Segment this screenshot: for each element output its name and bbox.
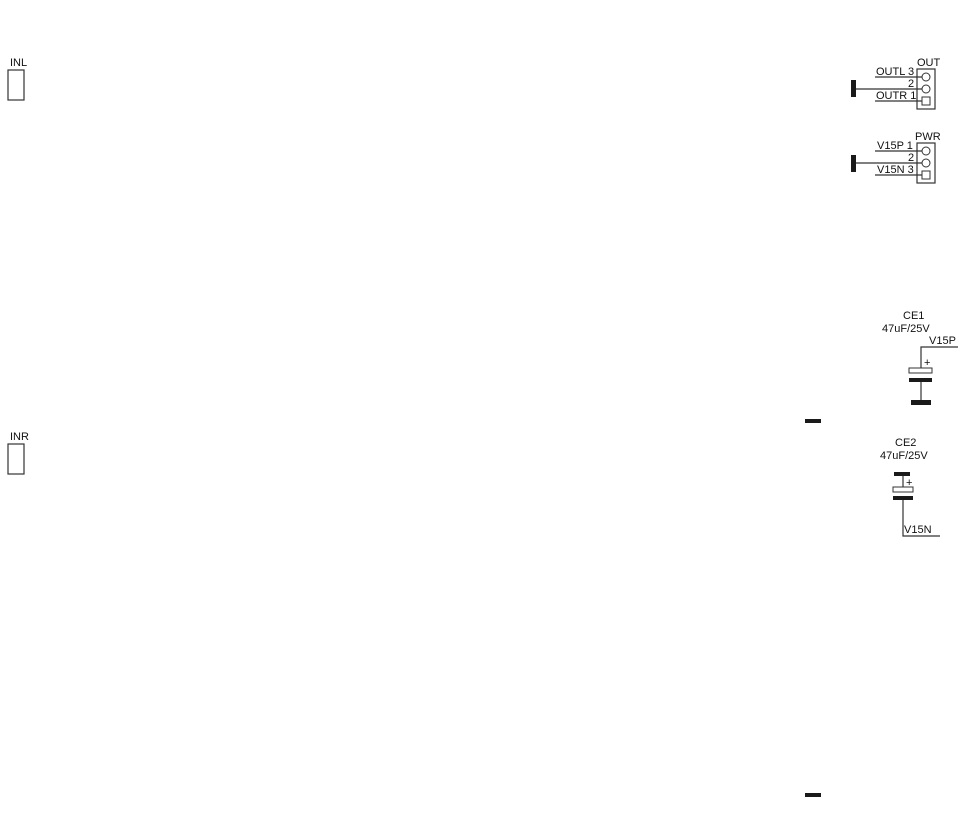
pwr-pin-1: V15P 1 (877, 140, 913, 152)
ce1-ref: CE1 (903, 310, 924, 322)
out-connector-label: OUT (917, 57, 941, 69)
ce2-value: 47uF/25V (880, 450, 928, 462)
capacitor-plate (893, 496, 913, 500)
out-pin-1: OUTR 1 (876, 90, 916, 102)
symbol-shape (921, 158, 931, 168)
pwr-connector: PWR V15P 1 2 V15N 3 (851, 131, 941, 184)
symbol-shape (921, 146, 931, 156)
pwr-pin-2: 2 (908, 152, 914, 164)
symbol-shape (921, 96, 931, 106)
out-connector: OUT OUTL 3 2 OUTR 1 (851, 57, 941, 110)
symbol-shape: 1 2 INR FB1R C1R 47pF 43 21 P4 P3 P2 P1 … (7, 443, 25, 475)
input-connector-label: INL (10, 57, 27, 69)
out-pin-2: 2 (908, 78, 914, 90)
channel-right: INR 1 2 INR FB1R C1R 47pF 43 21 P4 P3 P2… (7, 431, 821, 797)
ce2-ref: CE2 (895, 437, 916, 449)
capacitor-plate (909, 378, 932, 382)
symbol-shape: 1 2 INL FB1L C1L 47pF 43 21 P4 P3 P2 P1 … (7, 69, 25, 101)
ce2-net: V15N (904, 524, 932, 536)
symbol-shape (908, 367, 933, 374)
ground-icon (851, 155, 856, 172)
ce1-value: 47uF/25V (882, 323, 930, 335)
channel-left: INL 1 2 INL FB1L C1L 47pF 43 21 P4 P3 P2… (7, 57, 821, 423)
pwr-pin-3: V15N 3 (877, 164, 914, 176)
symbol-shape (921, 84, 931, 94)
ce1-net: V15P (929, 335, 956, 347)
label: + (906, 477, 912, 489)
symbol-shape (921, 72, 931, 82)
ground-icon (894, 472, 910, 476)
ground-icon (805, 793, 821, 797)
label: + (924, 357, 930, 369)
ce1-supply-capacitor: CE1 47uF/25V V15P + (882, 310, 958, 405)
ce2-supply-capacitor: CE2 47uF/25V + V15N (880, 437, 940, 537)
wire (920, 346, 958, 368)
symbol-shape (892, 486, 914, 493)
ground-icon (851, 80, 856, 97)
wire (902, 500, 940, 537)
symbol-shape (921, 170, 931, 180)
out-pin-3: OUTL 3 (876, 66, 914, 78)
ground-icon (911, 400, 931, 405)
pwr-connector-label: PWR (915, 131, 941, 143)
input-connector-label: INR (10, 431, 29, 443)
ground-icon (805, 419, 821, 423)
